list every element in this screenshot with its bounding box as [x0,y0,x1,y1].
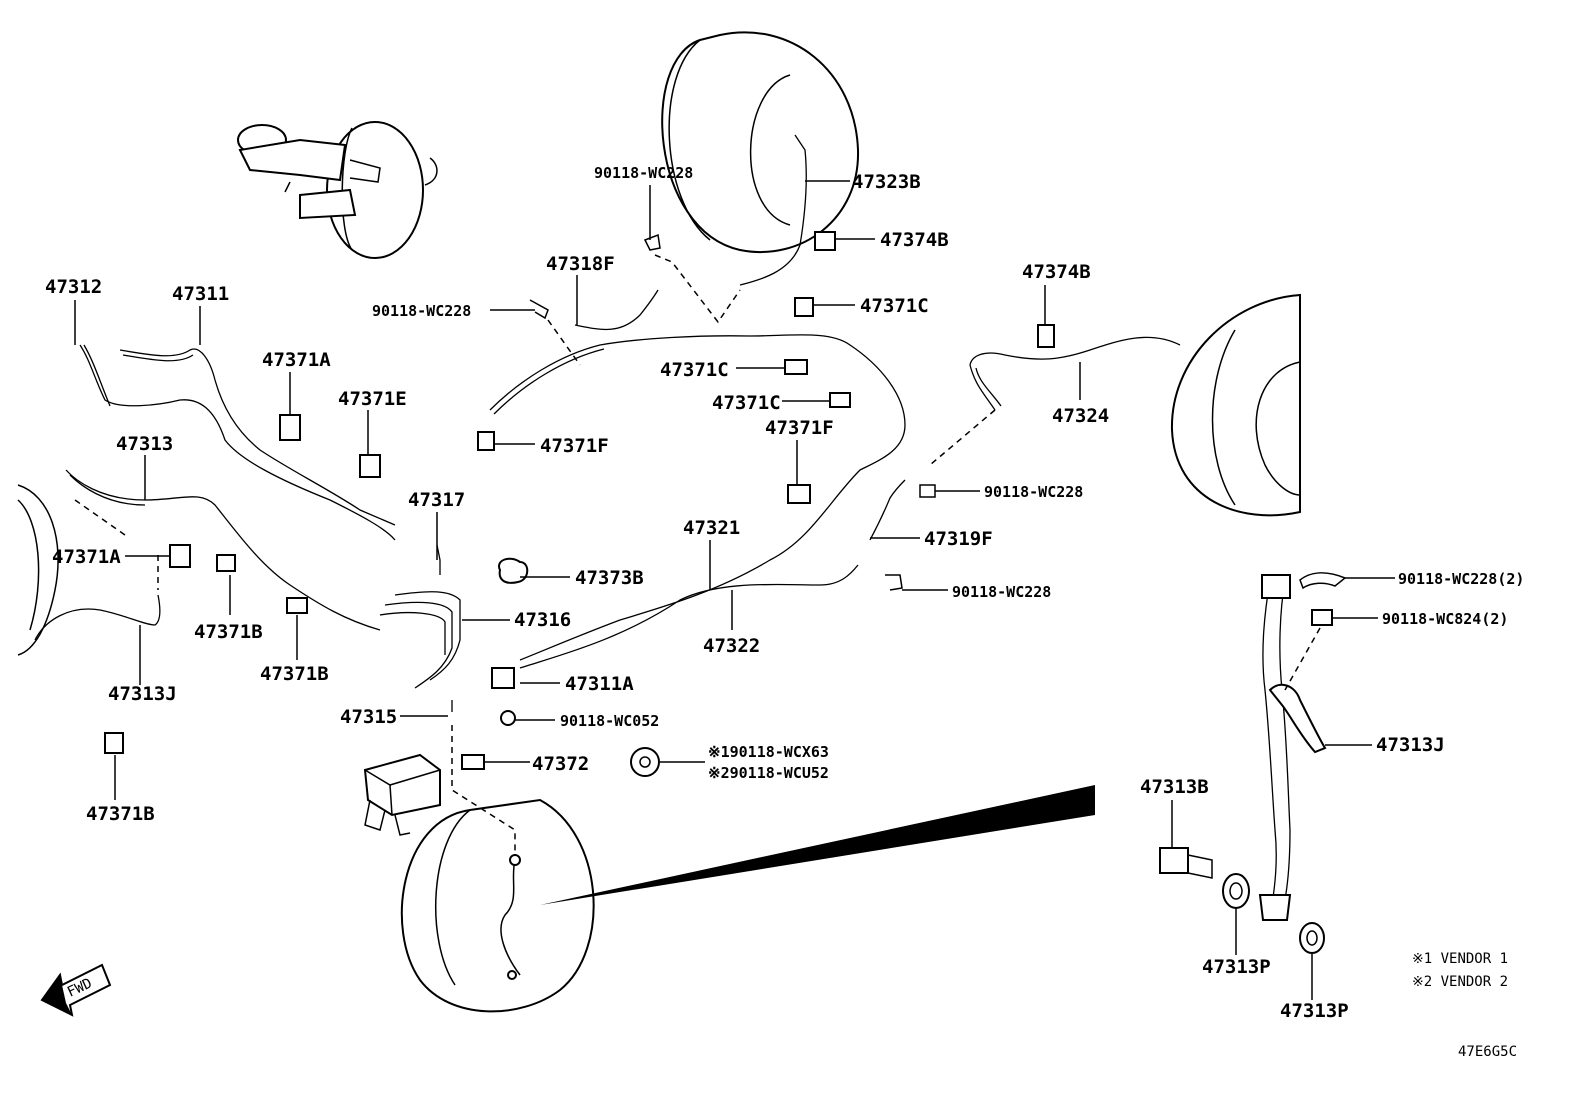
label-47313p-b: 47313P [1280,1000,1349,1022]
vendor-note-2: ※2 VENDOR 2 [1412,974,1508,990]
label-47313p-a: 47313P [1202,956,1271,978]
vendor-note-1: ※1 VENDOR 1 [1412,951,1508,967]
label-47317: 47317 [408,489,465,511]
label-47371a-left: 47371A [52,546,121,568]
label-47371f-b: 47371F [765,417,834,439]
lower-wheel-illustration [400,785,1095,1013]
label-47374b-b: 47374B [1022,261,1091,283]
left-wheel-illustration [17,484,59,656]
label-47322: 47322 [703,635,760,657]
label-47374b-a: 47374B [880,229,949,251]
label-47313b: 47313B [1140,776,1209,798]
label-47323b: 47323B [852,171,921,193]
label-47371a-top: 47371A [262,349,331,371]
label-47371f-a: 47371F [540,435,609,457]
diagram-code: 47E6G5C [1458,1044,1517,1060]
dashed-guides [74,254,1321,855]
abs-actuator-illustration [363,753,441,836]
label-vendor1-part: ※190118-WCX63 [708,743,829,761]
label-47371e: 47371E [338,388,407,410]
label-47371b-c: 47371B [86,803,155,825]
label-47373b: 47373B [575,567,644,589]
label-47311: 47311 [172,283,229,305]
brake-pipes [34,134,1327,921]
label-47313j-right: 47313J [1376,734,1445,756]
label-47319f: 47319F [924,528,993,550]
clip-parts [104,231,1347,954]
label-47312: 47312 [45,276,102,298]
label-90118-wc228-2: 90118-WC228(2) [1398,570,1524,588]
label-90118-wc824-2: 90118-WC824(2) [1382,610,1508,628]
label-47371c-a: 47371C [660,359,729,381]
label-90118-wc228-a: 90118-WC228 [372,302,471,320]
label-47315: 47315 [340,706,397,728]
label-47311a: 47311A [565,673,634,695]
upper-wheel-illustration [661,31,860,253]
label-90118-wc228-d: 90118-WC228 [952,583,1051,601]
label-47371c-c: 47371C [860,295,929,317]
label-47371c-b: 47371C [712,392,781,414]
label-47371b-b: 47371B [260,663,329,685]
label-47316: 47316 [514,609,571,631]
brake-booster-illustration [237,121,438,259]
label-47313j-left: 47313J [108,683,177,705]
label-90118-wc052: 90118-WC052 [560,712,659,730]
label-47324: 47324 [1052,405,1109,427]
label-90118-wc228-b: 90118-WC228 [594,164,693,182]
label-47321: 47321 [683,517,740,539]
part-labels: 47312 47311 47371A 47371E 47313 47371A 4… [45,164,1524,1022]
label-47313: 47313 [116,433,173,455]
label-47372: 47372 [532,753,589,775]
right-wheel-illustration [1170,293,1301,517]
label-90118-wc228-c: 90118-WC228 [984,483,1083,501]
fwd-arrow-icon: FWD [40,963,112,1017]
leader-lines [74,180,1395,1000]
label-vendor2-part: ※290118-WCU52 [708,764,829,782]
label-47318f: 47318F [546,253,615,275]
label-47371b-a: 47371B [194,621,263,643]
